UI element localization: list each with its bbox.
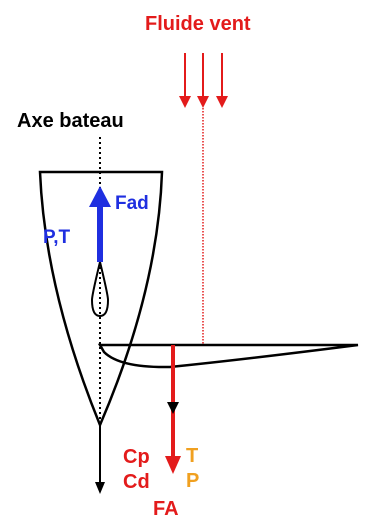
wind-fluid-label: Fluide vent <box>145 13 251 35</box>
fa-label: FA <box>153 498 179 520</box>
fad-arrowhead <box>89 186 111 207</box>
fad-label: Fad <box>115 193 149 214</box>
p-label: P <box>186 470 199 492</box>
wind-arrowhead <box>179 96 191 108</box>
keel-shape <box>90 261 110 318</box>
pt-label: P,T <box>43 227 71 248</box>
drag-arrowhead <box>167 402 179 414</box>
bottom-axis-arrowhead <box>95 482 105 494</box>
wind-arrowhead <box>216 96 228 108</box>
cd-label: Cd <box>123 471 150 493</box>
fa-arrowhead <box>165 456 181 474</box>
wind-arrows <box>179 53 228 108</box>
boat-axis-label: Axe bateau <box>17 110 124 132</box>
t-label: T <box>186 445 198 467</box>
cp-label: Cp <box>123 446 150 468</box>
boat-hull <box>38 170 164 429</box>
sail <box>97 343 359 369</box>
wind-arrowhead <box>197 96 209 108</box>
